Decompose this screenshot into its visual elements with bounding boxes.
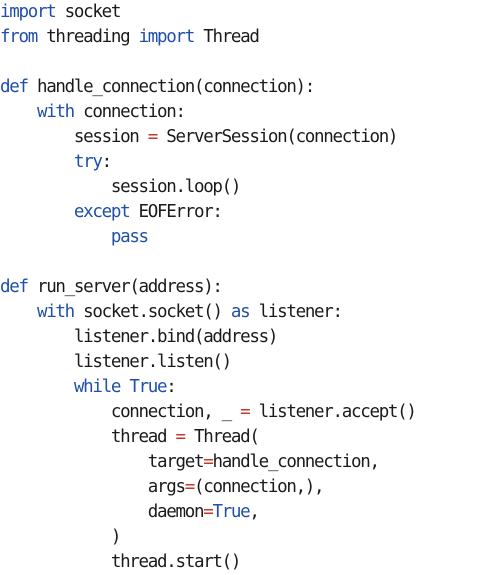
code-text: [0, 377, 74, 397]
code-operator: =: [147, 127, 159, 147]
code-text: handle_connection,: [212, 452, 380, 472]
code-text: run_server(address):: [27, 277, 223, 297]
code-text: target: [0, 452, 205, 472]
code-operator: =: [175, 427, 186, 447]
code-line: [0, 250, 504, 275]
code-text: socket: [55, 2, 122, 22]
code-line: [0, 50, 504, 75]
code-text: :: [166, 377, 177, 397]
code-line: session.loop(): [0, 175, 504, 200]
code-line: import socket: [0, 0, 504, 25]
code-text: thread: [0, 427, 176, 447]
code-text: listener:: [249, 302, 343, 322]
code-text: handle_connection(connection):: [27, 77, 315, 97]
code-text: session.loop(): [0, 177, 242, 197]
code-text: [0, 102, 37, 122]
code-text: connection, _: [0, 402, 241, 422]
code-text: listener.listen(): [0, 352, 232, 372]
code-text: EOFError:: [129, 202, 223, 222]
code-line: ): [0, 525, 504, 550]
code-text: thread.start(): [0, 552, 242, 572]
code-line: def run_server(address):: [0, 275, 504, 300]
code-line: thread.start(): [0, 550, 504, 575]
code-line: try:: [0, 150, 504, 175]
code-text: Thread: [193, 27, 260, 47]
code-text: args: [0, 477, 186, 497]
code-operator: =: [240, 402, 251, 422]
code-line: connection, _ = listener.accept(): [0, 400, 504, 425]
code-operator: =: [203, 452, 214, 472]
code-text: [120, 377, 129, 397]
code-line: while True:: [0, 375, 504, 400]
code-keyword: pass: [110, 227, 149, 247]
code-line: daemon=True,: [0, 500, 504, 525]
code-keyword: True: [212, 502, 250, 522]
code-line: listener.listen(): [0, 350, 504, 375]
code-text: ServerSession(connection): [157, 127, 398, 147]
code-keyword: try: [73, 152, 103, 172]
code-keyword: with: [36, 102, 75, 122]
code-text: listener.bind(address): [0, 327, 279, 347]
code-line: with connection:: [0, 100, 504, 125]
code-text: listener.accept(): [249, 402, 417, 422]
code-line: with socket.socket() as listener:: [0, 300, 504, 325]
code-keyword: as: [230, 302, 251, 322]
code-keyword: from: [0, 27, 38, 47]
code-text: [0, 227, 111, 247]
code-operator: =: [203, 502, 214, 522]
code-keyword: import: [0, 2, 57, 22]
code-text: (connection,),: [193, 477, 325, 497]
code-keyword: True: [129, 377, 167, 397]
code-text: ,: [249, 502, 260, 522]
code-keyword: import: [138, 27, 196, 47]
code-keyword: except: [73, 202, 131, 222]
code-text: [0, 202, 74, 222]
code-line: target=handle_connection,: [0, 450, 504, 475]
code-keyword: def: [0, 277, 29, 297]
code-line: listener.bind(address): [0, 325, 504, 350]
code-text: session: [0, 127, 148, 147]
code-line: except EOFError:: [0, 200, 504, 225]
code-text: connection:: [73, 102, 186, 122]
code-line: def handle_connection(connection):: [0, 75, 504, 100]
code-line: args=(connection,),: [0, 475, 504, 500]
code-text: :: [101, 152, 113, 172]
code-operator: =: [184, 477, 196, 497]
code-text: [0, 302, 37, 322]
code-text: threading: [36, 27, 139, 47]
code-line: thread = Thread(: [0, 425, 504, 450]
code-text: ): [0, 527, 122, 547]
code-text: Thread(: [184, 427, 260, 447]
code-keyword: while: [73, 377, 121, 397]
code-line: session = ServerSession(connection): [0, 125, 504, 150]
code-text: socket.socket(): [73, 302, 231, 322]
code-keyword: with: [36, 302, 75, 322]
code-line: from threading import Thread: [0, 25, 504, 50]
code-keyword: def: [0, 77, 29, 97]
code-text: [0, 152, 74, 172]
code-line: pass: [0, 225, 504, 250]
code-text: daemon: [0, 502, 205, 522]
